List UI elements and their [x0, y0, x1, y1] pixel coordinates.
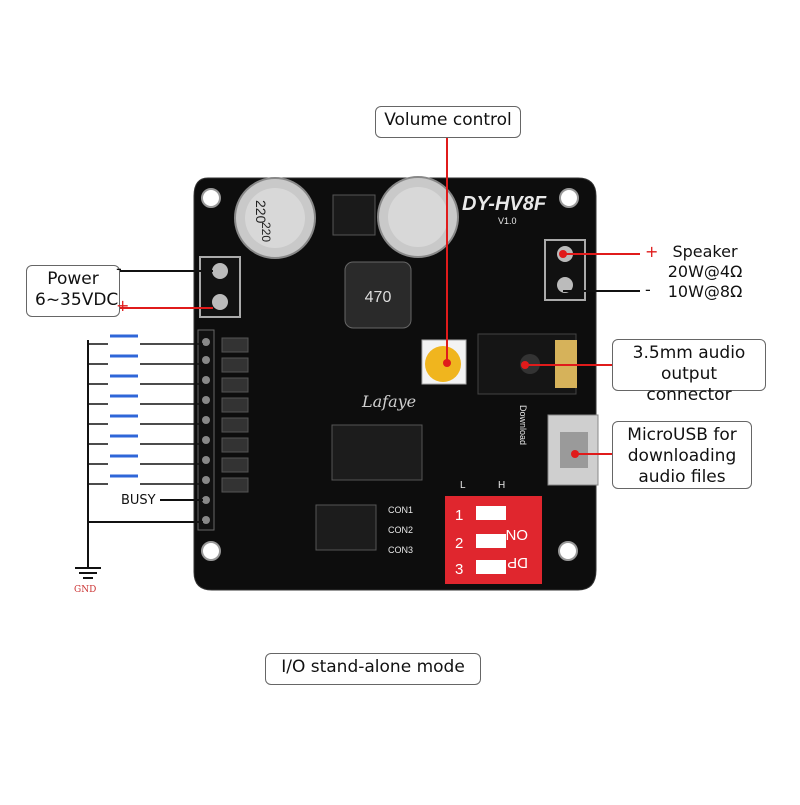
push-button-7 [88, 454, 203, 465]
cap-left-text-0: 220 [259, 222, 273, 242]
power-callout: Power 6~35VDC [26, 265, 120, 317]
audio-callout: 3.5mm audio output connector [612, 339, 766, 405]
main-ic [331, 424, 423, 481]
volume-callout: Volume control [375, 106, 521, 138]
board-model: DY-HV8F [462, 193, 547, 215]
usb-label-2: downloading [627, 446, 737, 466]
ground-icon [75, 567, 101, 579]
power-label-1: Power [47, 269, 99, 289]
speaker-dot [559, 250, 567, 258]
power-minus-mark: - [116, 259, 122, 278]
push-button-2 [88, 354, 203, 365]
volume-label: Volume control [384, 110, 512, 130]
audio-label-2: output connector [646, 364, 732, 405]
con1-label: CON1 [388, 505, 413, 515]
cap-left-value: 220 [253, 200, 269, 224]
push-buttons [88, 334, 203, 485]
dip-num-1: 1 [455, 507, 463, 524]
dip-switch [445, 496, 542, 584]
capacitor-left: 220 [234, 177, 316, 259]
push-button-4 [88, 394, 203, 405]
push-button-1 [88, 334, 203, 345]
push-button-6 [88, 434, 203, 445]
l-label: L [460, 480, 466, 491]
usb-dot [571, 450, 579, 458]
ic-bottom [315, 504, 377, 551]
con2-label: CON2 [388, 525, 413, 535]
capacitor-labels: 220 [253, 200, 269, 224]
mode-label: I/O stand-alone mode [281, 657, 465, 677]
push-button-3 [88, 374, 203, 385]
ic-top [332, 194, 376, 236]
power-label-2: 6~35VDC [35, 290, 119, 310]
callout-lines-black [87, 270, 640, 568]
dip-on-label: ON [506, 526, 529, 543]
con3-label: CON3 [388, 545, 413, 555]
resistor-bank [221, 337, 249, 493]
capacitor-right [377, 176, 459, 258]
dip-num-2: 2 [455, 535, 463, 552]
speaker-callout: Speaker 20W@4Ω 10W@8Ω [664, 242, 746, 302]
io-header [197, 329, 215, 531]
speaker-label-2: 20W@4Ω [667, 262, 743, 281]
h-label: H [498, 480, 505, 491]
push-button-5 [88, 414, 203, 425]
mode-caption: I/O stand-alone mode [265, 653, 481, 685]
usb-label-1: MicroUSB for [627, 425, 737, 445]
dip-num-3: 3 [455, 561, 463, 578]
board-version: V1.0 [498, 216, 517, 226]
push-button-8 [88, 474, 203, 485]
inductor-value: 470 [365, 289, 392, 306]
gnd-label: GND [74, 585, 96, 595]
busy-label: BUSY [121, 493, 156, 508]
speaker-label-1: Speaker [672, 242, 738, 261]
audio-label-1: 3.5mm audio [632, 343, 746, 363]
power-plus-mark: + [116, 296, 130, 315]
dip-dp-label: DP [507, 554, 528, 571]
pcb-board [193, 177, 597, 591]
micro-usb-port [547, 414, 599, 486]
speaker-minus-mark: - [645, 280, 651, 299]
inductor [344, 261, 412, 329]
audio-dot [521, 361, 529, 369]
speaker-plus-mark: + [645, 242, 659, 261]
download-label: Download [518, 405, 528, 445]
watermark: Lafaye [361, 392, 416, 411]
mounting-holes [201, 188, 579, 561]
callout-lines-red [120, 138, 640, 455]
volume-dot [443, 359, 451, 367]
volume-potentiometer [421, 339, 467, 385]
speaker-label-3: 10W@8Ω [667, 282, 743, 301]
usb-callout: MicroUSB for downloading audio files [612, 421, 752, 489]
usb-label-3: audio files [638, 467, 726, 487]
